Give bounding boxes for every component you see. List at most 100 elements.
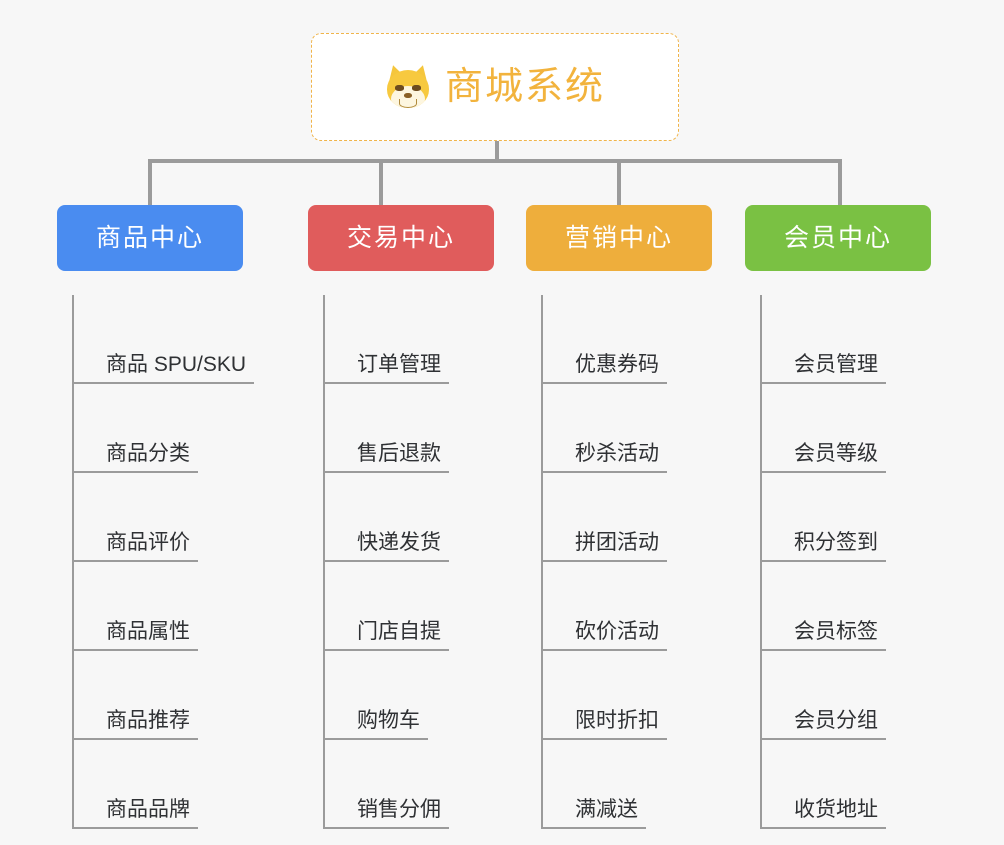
leaf-underline [760, 649, 886, 651]
leaf-underline [541, 649, 667, 651]
leaf-underline [760, 827, 886, 829]
leaf-label: 会员分组 [794, 709, 878, 732]
connector-root-stub [495, 141, 499, 162]
leaf-item[interactable]: 限时折扣 [541, 651, 712, 740]
leaf-label: 秒杀活动 [575, 442, 659, 465]
category-title: 营销中心 [564, 223, 673, 252]
leaf-label: 砍价活动 [575, 620, 659, 643]
leaf-label: 收货地址 [794, 798, 878, 821]
leaf-item[interactable]: 商品品牌 [72, 740, 243, 829]
leaf-list-1: 商品 SPU/SKU 商品分类 商品评价 商品属性 商品推荐 商品品牌 [72, 295, 254, 829]
leaf-underline [323, 471, 449, 473]
leaf-item[interactable]: 满减送 [541, 740, 712, 829]
leaf-underline [323, 649, 449, 651]
leaf-item[interactable]: 商品分类 [72, 384, 243, 473]
leaf-label: 订单管理 [357, 353, 441, 376]
leaf-underline [323, 382, 449, 384]
leaf-label: 积分签到 [794, 531, 878, 554]
dog-face-icon [385, 63, 431, 110]
leaf-underline [323, 827, 449, 829]
leaf-item[interactable]: 优惠券码 [541, 295, 712, 384]
leaf-underline [323, 560, 449, 562]
leaf-item[interactable]: 商品属性 [72, 562, 243, 651]
category-column-3: 营销中心 优惠券码 秒杀活动 拼团活动 砍价活动 限时折扣 [526, 205, 712, 845]
leaf-label: 商品推荐 [106, 709, 190, 732]
leaf-underline [72, 382, 254, 384]
leaf-underline [541, 471, 667, 473]
connector-drop-2 [379, 159, 383, 207]
leaf-underline [760, 471, 886, 473]
leaf-item[interactable]: 快递发货 [323, 473, 494, 562]
leaf-item[interactable]: 销售分佣 [323, 740, 494, 829]
category-header-1[interactable]: 商品中心 [57, 205, 243, 271]
leaf-spine [72, 295, 74, 829]
leaf-underline [72, 827, 198, 829]
leaf-item[interactable]: 会员管理 [760, 295, 931, 384]
leaf-spine [541, 295, 543, 829]
leaf-item[interactable]: 拼团活动 [541, 473, 712, 562]
leaf-underline [760, 382, 886, 384]
leaf-list-2: 订单管理 售后退款 快递发货 门店自提 购物车 销售分佣 [323, 295, 494, 829]
leaf-underline [541, 560, 667, 562]
leaf-item[interactable]: 秒杀活动 [541, 384, 712, 473]
leaf-label: 售后退款 [357, 442, 441, 465]
leaf-list-3: 优惠券码 秒杀活动 拼团活动 砍价活动 限时折扣 满减送 [541, 295, 712, 829]
category-column-4: 会员中心 会员管理 会员等级 积分签到 会员标签 会员分组 [745, 205, 931, 845]
leaf-label: 会员等级 [794, 442, 878, 465]
root-node[interactable]: 商城系统 [311, 33, 679, 141]
leaf-label: 商品品牌 [106, 798, 190, 821]
category-header-2[interactable]: 交易中心 [308, 205, 494, 271]
leaf-item[interactable]: 购物车 [323, 651, 494, 740]
leaf-spine [760, 295, 762, 829]
leaf-label: 快递发货 [357, 531, 441, 554]
leaf-item[interactable]: 收货地址 [760, 740, 931, 829]
leaf-item[interactable]: 售后退款 [323, 384, 494, 473]
leaf-item[interactable]: 会员等级 [760, 384, 931, 473]
leaf-underline [72, 649, 198, 651]
category-title: 商品中心 [95, 223, 204, 252]
category-title: 会员中心 [783, 223, 892, 252]
leaf-label: 拼团活动 [575, 531, 659, 554]
leaf-label: 商品 SPU/SKU [106, 353, 247, 376]
leaf-underline [323, 738, 428, 740]
leaf-label: 满减送 [575, 798, 638, 821]
leaf-underline [72, 738, 198, 740]
category-header-3[interactable]: 营销中心 [526, 205, 712, 271]
leaf-label: 销售分佣 [357, 798, 441, 821]
leaf-underline [72, 471, 198, 473]
leaf-underline [541, 382, 667, 384]
leaf-item[interactable]: 积分签到 [760, 473, 931, 562]
leaf-underline [760, 738, 886, 740]
leaf-underline [541, 827, 646, 829]
category-column-1: 商品中心 商品 SPU/SKU 商品分类 商品评价 商品属性 商品推荐 [57, 205, 254, 845]
leaf-item[interactable]: 门店自提 [323, 562, 494, 651]
leaf-item[interactable]: 商品 SPU/SKU [72, 295, 254, 384]
category-title: 交易中心 [346, 223, 455, 252]
connector-drop-4 [838, 159, 842, 207]
leaf-label: 会员标签 [794, 620, 878, 643]
leaf-item[interactable]: 砍价活动 [541, 562, 712, 651]
leaf-label: 优惠券码 [575, 353, 659, 376]
leaf-item[interactable]: 订单管理 [323, 295, 494, 384]
leaf-underline [760, 560, 886, 562]
connector-bus [148, 159, 842, 163]
leaf-item[interactable]: 会员标签 [760, 562, 931, 651]
leaf-label: 商品分类 [106, 442, 190, 465]
leaf-label: 购物车 [357, 709, 420, 732]
leaf-item[interactable]: 商品推荐 [72, 651, 243, 740]
leaf-underline [72, 560, 198, 562]
category-column-2: 交易中心 订单管理 售后退款 快递发货 门店自提 购物车 [308, 205, 494, 845]
root-title: 商城系统 [444, 66, 605, 108]
leaf-item[interactable]: 会员分组 [760, 651, 931, 740]
category-header-4[interactable]: 会员中心 [745, 205, 931, 271]
leaf-underline [541, 738, 667, 740]
leaf-item[interactable]: 商品评价 [72, 473, 243, 562]
leaf-label: 商品评价 [106, 531, 190, 554]
connector-drop-3 [617, 159, 621, 207]
connector-drop-1 [148, 159, 152, 207]
leaf-list-4: 会员管理 会员等级 积分签到 会员标签 会员分组 收货地址 [760, 295, 931, 829]
leaf-spine [323, 295, 325, 829]
leaf-label: 商品属性 [106, 620, 190, 643]
leaf-label: 限时折扣 [575, 709, 659, 732]
